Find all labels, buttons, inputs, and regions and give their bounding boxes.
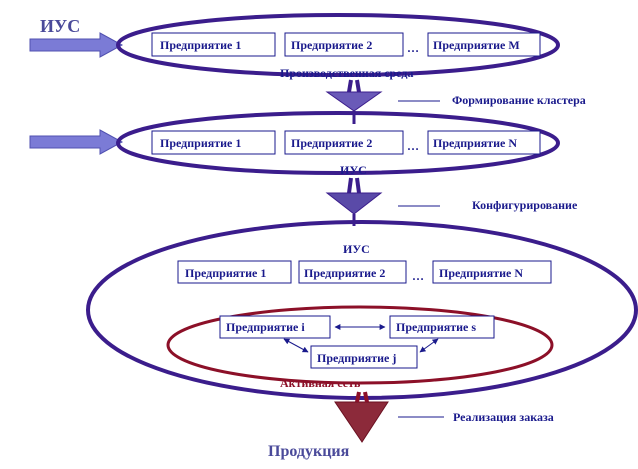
level3-ellipsis: … [412, 269, 424, 283]
svg-text:Предприятие i: Предприятие i [226, 320, 305, 334]
active-enterprise-i: Предприятие i [219, 315, 331, 339]
level2-enterprise-1: Предприятие 1 [151, 130, 276, 155]
level2-ellipsis: … [407, 139, 419, 153]
active-network-caption: Активная сеть [280, 376, 361, 390]
link-s-j [419, 338, 439, 353]
svg-text:Предприятие 1: Предприятие 1 [160, 38, 241, 52]
stage-order-fulfillment: Реализация заказа [453, 410, 554, 424]
level2-enterprise-2: Предприятие 2 [284, 130, 404, 155]
ius-label-third: ИУС [343, 242, 370, 256]
level3-enterprise-n: Предприятие N [432, 260, 552, 284]
level1-ellipsis: … [407, 41, 419, 55]
level3-enterprise-1: Предприятие 1 [177, 260, 292, 284]
production-environment-caption: Производственная среда [280, 66, 413, 80]
level3-enterprise-2: Предприятие 2 [298, 260, 407, 284]
ius-label-second: ИУС [340, 163, 367, 177]
svg-text:Предприятие 2: Предприятие 2 [291, 136, 372, 150]
output-products-label: Продукция [268, 443, 350, 460]
funnel-cluster-formation [325, 79, 383, 124]
level1-enterprise-2: Предприятие 2 [284, 32, 404, 57]
ius-label-top: ИУС [40, 16, 80, 36]
svg-text:Предприятие s: Предприятие s [396, 320, 476, 334]
level1-enterprise-1: Предприятие 1 [151, 32, 276, 57]
active-network-ellipse [166, 305, 554, 385]
funnel-configuration [325, 177, 383, 226]
svg-text:Предприятие 2: Предприятие 2 [291, 38, 372, 52]
level1-enterprise-m: Предприятие M [427, 32, 541, 57]
stage-configuration: Конфигурирование [472, 198, 578, 212]
svg-text:Предприятие j: Предприятие j [317, 351, 396, 365]
svg-text:Предприятие 1: Предприятие 1 [160, 136, 241, 150]
active-enterprise-j: Предприятие j [310, 345, 418, 369]
svg-text:Предприятие 2: Предприятие 2 [304, 266, 385, 280]
input-arrow-second [29, 129, 124, 155]
active-enterprise-s: Предприятие s [389, 315, 495, 339]
production-environment-ellipse [116, 13, 560, 77]
input-arrow-top [29, 32, 124, 58]
svg-text:Предприятие N: Предприятие N [439, 266, 523, 280]
level2-enterprise-n: Предприятие N [427, 130, 541, 155]
stage-cluster-formation: Формирование кластера [452, 93, 586, 107]
svg-text:Предприятие M: Предприятие M [433, 38, 520, 52]
funnel-order-fulfillment [334, 391, 389, 443]
cluster-ellipse [116, 111, 560, 175]
svg-text:Предприятие N: Предприятие N [433, 136, 517, 150]
configuration-ellipse [86, 220, 638, 400]
link-i-j [283, 338, 309, 353]
svg-text:Предприятие 1: Предприятие 1 [185, 266, 266, 280]
